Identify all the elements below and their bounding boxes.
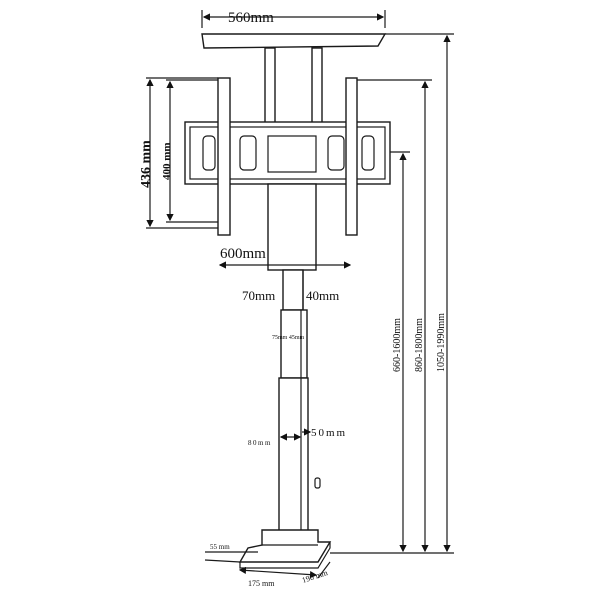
label-arm-height-outer: 436 mm (139, 140, 154, 188)
arm-height-dimensions (146, 77, 218, 229)
shelf-posts (264, 47, 323, 127)
base-plate (238, 529, 332, 569)
label-base-depth: 190 mm (301, 568, 330, 585)
top-shelf (201, 10, 387, 49)
lift-column (267, 183, 321, 539)
label-middle-section: 75mm 45mm (272, 335, 305, 341)
label-upper-section-width: 70mm (242, 288, 275, 303)
label-base-height: 55 mm (210, 543, 230, 551)
label-base-width: 175 mm (248, 579, 275, 588)
height-dimensions (330, 33, 454, 554)
label-lower-section-width: 80mm (248, 439, 272, 447)
label-arm-height-inner: 400 mm (161, 142, 173, 180)
label-height-range-shelf: 1050-1990mm (436, 313, 447, 372)
label-shelf-width: 560mm (228, 10, 274, 26)
label-upper-section-depth: 40mm (306, 288, 339, 303)
label-bracket-width: 600mm (220, 246, 266, 262)
vesa-bracket (184, 77, 391, 236)
label-lower-section-depth: 50mm (311, 427, 347, 439)
label-height-range-arm: 860-1800mm (414, 318, 425, 372)
label-height-range-bracket: 660-1600mm (392, 318, 403, 372)
